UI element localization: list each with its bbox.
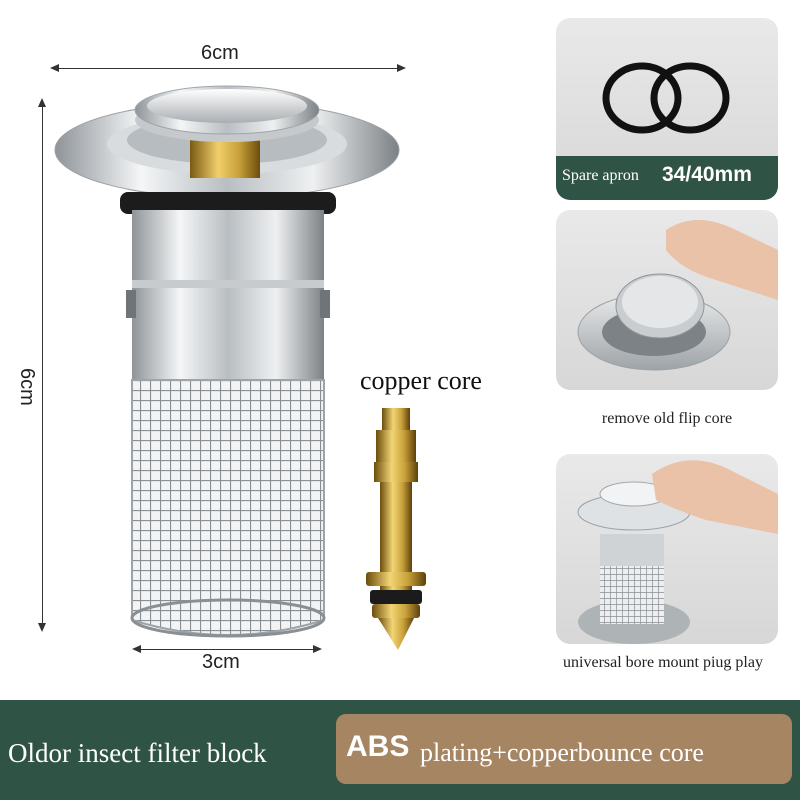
o-rings-icon — [602, 62, 730, 134]
height-arrow — [38, 98, 46, 632]
material-pill-text: plating+copperbounce core — [420, 738, 704, 767]
installed-stopper-image — [577, 460, 778, 644]
universal-bore-panel — [556, 454, 778, 644]
spare-apron-panel: Spare apron 34/40mm — [556, 18, 778, 200]
copper-core-image — [366, 408, 426, 650]
height-label: 6cm — [16, 368, 38, 406]
remove-core-caption: remove old flip core — [601, 410, 733, 427]
spare-apron-size: 34/40mm — [662, 163, 752, 186]
spare-apron-text: Spare apron — [562, 167, 639, 184]
bottom-left-text: Oldor insect filter block — [8, 738, 267, 768]
remove-core-panel — [556, 210, 778, 390]
top-width-arrow — [50, 64, 406, 72]
material-pill-bold: ABS — [346, 730, 410, 763]
copper-core-label: copper core — [360, 366, 482, 395]
spare-apron-bar — [556, 156, 778, 200]
universal-bore-caption: universal bore mount piug play — [563, 654, 763, 671]
sink-drain-image — [577, 220, 778, 371]
material-pill — [336, 714, 792, 784]
top-width-label: 6cm — [201, 42, 239, 64]
bottom-width-arrow — [132, 645, 322, 653]
bottom-width-label: 3cm — [202, 651, 240, 673]
drain-stopper-illustration — [54, 85, 400, 638]
